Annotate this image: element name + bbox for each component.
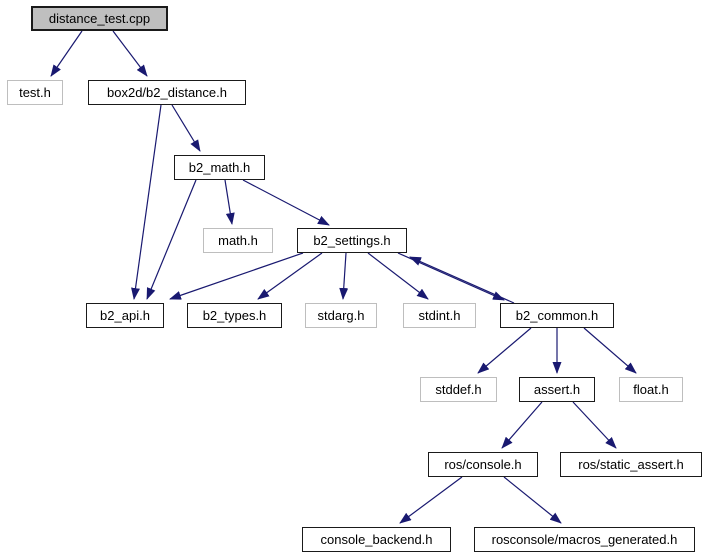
node-stddef-h: stddef.h: [420, 377, 497, 402]
node-stdarg-h: stdarg.h: [305, 303, 377, 328]
edge-b2-distance-to-b2-api-h: [131, 104, 162, 300]
node-b2-settings-h[interactable]: b2_settings.h: [297, 228, 407, 253]
node-b2-api-h[interactable]: b2_api.h: [86, 303, 164, 328]
edge-b2-settings-to-stdint-h: [367, 252, 429, 300]
node-b2-math-h[interactable]: b2_math.h: [174, 155, 265, 180]
edge-b2-math-to-math-h: [224, 179, 235, 225]
node-ros-console-h[interactable]: ros/console.h: [428, 452, 538, 477]
node-b2-types-h[interactable]: b2_types.h: [187, 303, 282, 328]
edge-b2-common-to-float-h: [583, 327, 637, 374]
edge-distance-test-to-b2-distance-h: [112, 30, 148, 77]
edge-b2-common-to-stddef-h: [477, 327, 532, 374]
node-ros-static-assert-h[interactable]: ros/static_assert.h: [560, 452, 702, 477]
node-rosconsole-macros-generated-h[interactable]: rosconsole/macros_generated.h: [474, 527, 695, 552]
edge-b2-common-to-b2-settings-h: [409, 256, 515, 304]
edge-b2-settings-to-b2-common-h: [397, 252, 505, 301]
node-b2-common-h[interactable]: b2_common.h: [500, 303, 614, 328]
edge-b2-settings-to-stdarg-h: [339, 252, 349, 300]
edge-b2-math-to-b2-settings-h: [242, 179, 330, 226]
node-console-backend-h[interactable]: console_backend.h: [302, 527, 451, 552]
edge-b2-distance-to-b2-math-h: [171, 104, 201, 152]
edge-distance-test-to-test-h: [50, 30, 83, 77]
edge-b2-settings-to-b2-api-h: [169, 252, 304, 300]
node-float-h: float.h: [619, 377, 683, 402]
node-box2d-b2-distance-h[interactable]: box2d/b2_distance.h: [88, 80, 246, 105]
node-stdint-h: stdint.h: [403, 303, 476, 328]
edge-ros-console-to-console-backend-h: [399, 476, 463, 524]
edge-b2-settings-to-b2-types-h: [257, 252, 323, 300]
node-test-h: test.h: [7, 80, 63, 105]
edge-b2-math-to-b2-api-h: [146, 179, 197, 300]
node-math-h: math.h: [203, 228, 273, 253]
node-distance-test-cpp: distance_test.cpp: [31, 6, 168, 31]
edge-ros-console-to-macros-generated-h: [503, 476, 562, 524]
edge-assert-to-ros-static-assert-h: [572, 401, 617, 449]
node-assert-h[interactable]: assert.h: [519, 377, 595, 402]
edge-assert-to-ros-console-h: [501, 401, 543, 449]
